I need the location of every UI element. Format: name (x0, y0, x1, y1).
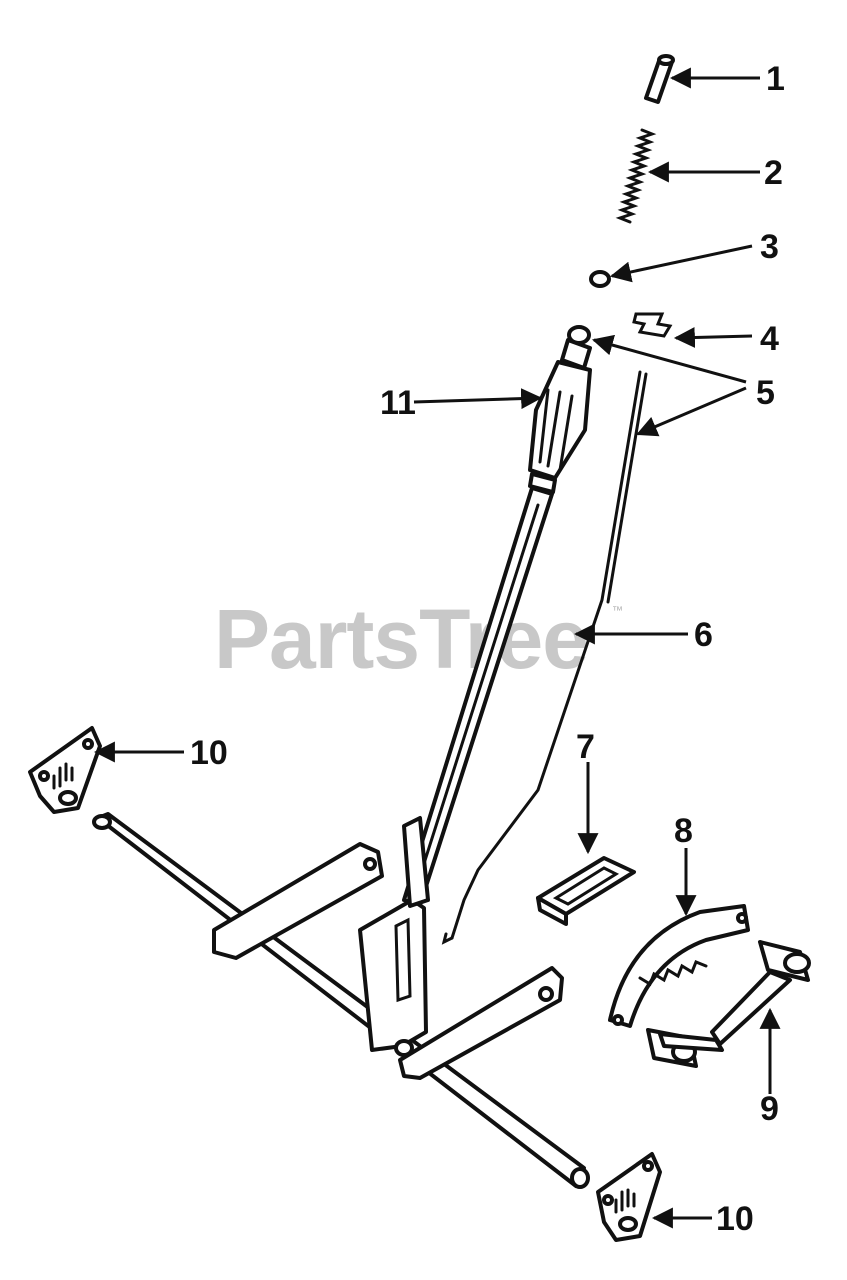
part-clip (632, 312, 673, 338)
callout-9: 9 (760, 1090, 779, 1128)
part-spring (615, 128, 657, 224)
leader-4 (673, 327, 753, 348)
callout-1: 1 (766, 60, 785, 98)
part-bracket-left (28, 726, 102, 814)
part-bracket-right (596, 1152, 662, 1242)
callout-5: 5 (756, 374, 775, 412)
leader-11 (413, 388, 543, 410)
watermark: PartsTree (214, 592, 588, 686)
part-notched-sector (608, 904, 750, 1028)
part-washer (589, 270, 611, 288)
part-control-rod (441, 370, 648, 945)
leader-3 (609, 244, 753, 283)
part-cross-shaft-assembly (92, 812, 590, 1189)
leader-5b (636, 386, 747, 437)
callout-10-upper: 10 (190, 734, 228, 772)
callout-2: 2 (764, 154, 783, 192)
callout-4: 4 (760, 320, 779, 358)
part-crank-arm (646, 940, 811, 1068)
callout-7: 7 (576, 728, 595, 766)
callout-6: 6 (694, 616, 713, 654)
callout-8: 8 (674, 812, 693, 850)
leader-5a (591, 334, 747, 384)
callout-labels: 1 2 3 4 5 6 7 8 9 10 10 11 (190, 60, 785, 1238)
callout-11: 11 (380, 384, 416, 422)
part-slotted-plate (536, 856, 636, 926)
leader-lines (93, 67, 781, 1229)
callout-10-lower: 10 (716, 1200, 754, 1238)
watermark-trademark: ™ (612, 605, 623, 617)
callout-3: 3 (760, 228, 779, 266)
part-pin (644, 54, 675, 104)
part-handle-lever (402, 325, 592, 907)
